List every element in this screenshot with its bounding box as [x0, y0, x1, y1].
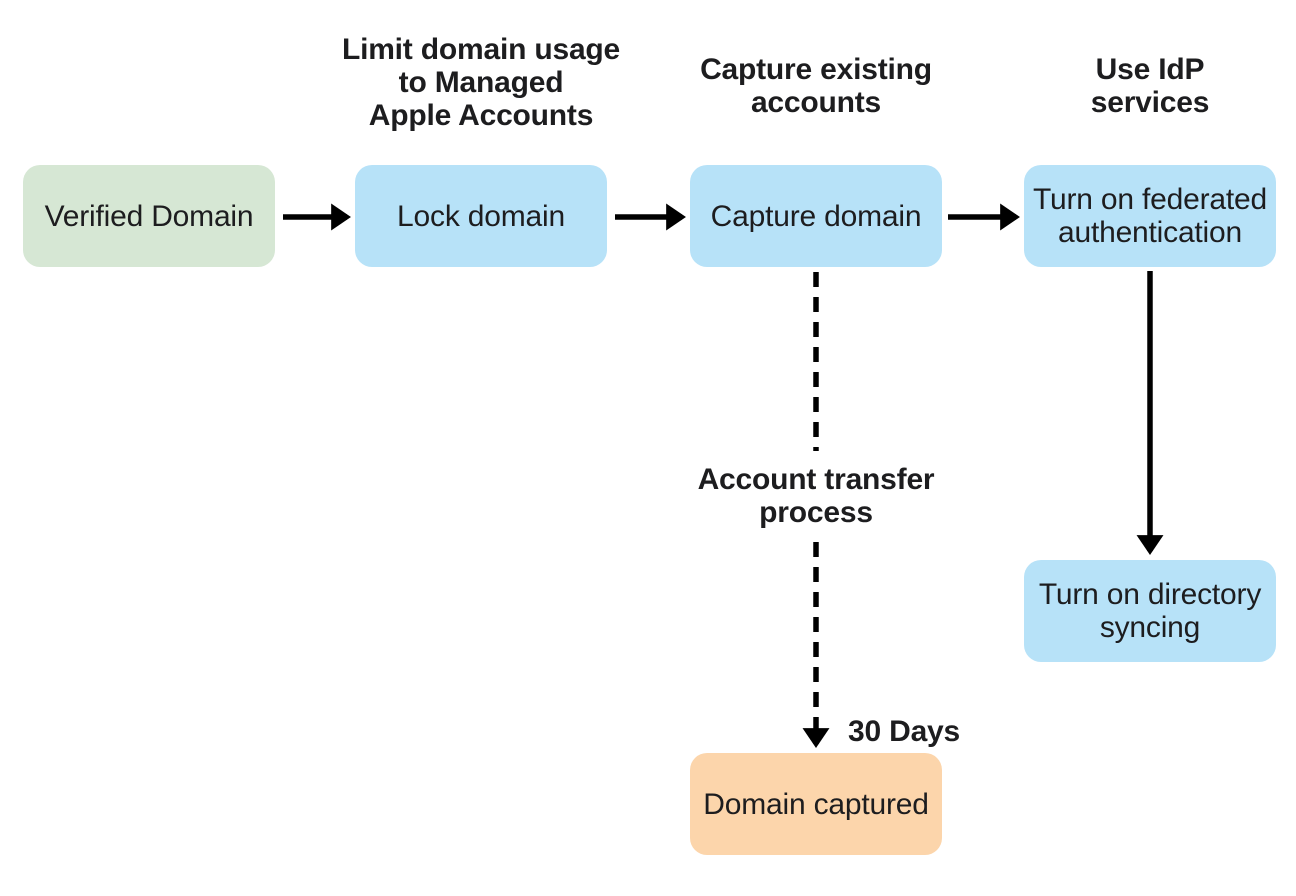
node-federated-authentication-label: Turn on federated authentication — [1033, 183, 1267, 249]
node-directory-syncing-label: Turn on directory syncing — [1038, 578, 1262, 644]
node-capture-domain-label: Capture domain — [710, 199, 922, 233]
node-lock-domain: Lock domain — [355, 165, 607, 267]
caption-idp-services: Use IdP services — [1090, 53, 1210, 119]
node-domain-captured: Domain captured — [690, 753, 942, 855]
caption-lock-domain: Limit domain usage to Managed Apple Acco… — [341, 33, 621, 132]
node-verified-domain: Verified Domain — [23, 165, 275, 267]
node-domain-captured-label: Domain captured — [703, 787, 929, 821]
node-capture-domain: Capture domain — [690, 165, 942, 267]
node-verified-domain-label: Verified Domain — [44, 199, 254, 233]
node-lock-domain-label: Lock domain — [397, 199, 565, 233]
edge-label-30-days: 30 Days — [848, 715, 961, 748]
edge-label-account-transfer-process: Account transfer process — [697, 463, 935, 529]
node-directory-syncing: Turn on directory syncing — [1024, 560, 1276, 662]
caption-capture-domain: Capture existing accounts — [700, 53, 932, 119]
node-federated-authentication: Turn on federated authentication — [1024, 165, 1276, 267]
